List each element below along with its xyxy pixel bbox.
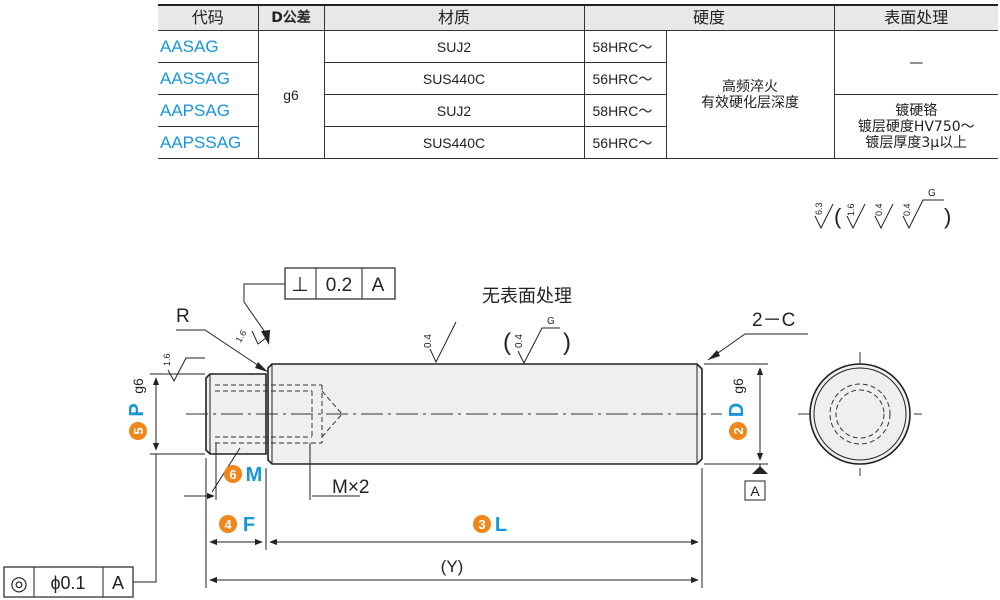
svg-text:L: L [495, 514, 507, 536]
svg-text:3: 3 [478, 517, 485, 532]
chamfer-leader [707, 333, 808, 361]
svg-text:1.6: 1.6 [162, 353, 172, 366]
svg-text:4: 4 [224, 517, 232, 532]
m-dimension: 6 M M×2 [184, 443, 370, 500]
table-row: AAPSSAG SUS440C 56HRC〜 [158, 126, 998, 159]
f-l-dimension: 4 F 3 L (Y) [205, 458, 703, 588]
table-row: AASAG g6 SUJ2 58HRC〜 高频淬火 有效硬化层深度 — [158, 30, 998, 159]
conc-datum: A [112, 573, 124, 593]
datum-d-label: A [750, 483, 760, 499]
body-roughness: 0.4 [423, 321, 457, 364]
spec-table: 代码 D公差 材质 硬度 表面处理 AASAG g6 SUJ2 58HRC〜 高… [158, 4, 998, 159]
conc-value: ϕ0.1 [50, 573, 85, 593]
svg-text:6: 6 [229, 467, 236, 482]
thread-label: M×2 [332, 477, 370, 498]
perp-datum: A [372, 275, 385, 296]
legend-ra-3: 0.4 [902, 203, 912, 216]
hrc-cell: 58HRC〜 [583, 30, 667, 63]
hardening-cell: 高频淬火 有效硬化层深度 [665, 30, 835, 159]
svg-text:(: ( [503, 329, 511, 356]
material-cell: SUS440C [323, 62, 585, 95]
legend-paren-close: ) [944, 204, 951, 229]
svg-text:0.4: 0.4 [514, 334, 525, 348]
header-surface: 表面处理 [833, 4, 998, 31]
plating-cell: 镀硬铬 镀层硬度HV750〜 镀层厚度3μ以上 [833, 94, 998, 159]
y-dimension-label: (Y) [441, 557, 464, 576]
p-dimension: 5 P g6 [126, 373, 205, 455]
svg-text:D: D [726, 403, 748, 417]
legend-ra-general: 6.3 [814, 202, 824, 215]
plating-line: 镀硬铬 [895, 102, 938, 119]
legend-ra-2: 0.4 [874, 203, 884, 216]
perpendicularity-frame: ⊥ 0.2 A [243, 267, 396, 345]
svg-text:P: P [126, 403, 148, 416]
end-view [798, 352, 922, 476]
code-cell: AAPSAG [158, 94, 259, 127]
material-cell: SUS440C [323, 126, 585, 159]
table-row: AASSAG SUS440C 56HRC〜 [158, 62, 998, 95]
hrc-cell: 56HRC〜 [583, 62, 667, 95]
hardening-line: 有效硬化层深度 [701, 94, 799, 111]
radius-label: R [176, 306, 190, 327]
svg-text:M: M [246, 464, 263, 486]
table-row: AAPSAG SUJ2 58HRC〜 镀硬铬 镀层硬度HV750〜 镀层厚度3μ… [158, 94, 998, 159]
svg-text:2: 2 [731, 427, 746, 434]
chamfer-label: 2－C [752, 310, 795, 331]
hrc-cell: 56HRC〜 [583, 126, 667, 159]
surface-none-cell: — [833, 30, 998, 95]
perp-value: 0.2 [326, 275, 352, 296]
svg-text:G: G [547, 316, 555, 327]
svg-text:): ) [563, 329, 571, 356]
material-cell: SUJ2 [323, 94, 585, 127]
no-treatment-label: 无表面处理 [482, 286, 572, 306]
svg-text:g6: g6 [730, 378, 746, 394]
material-cell: SUJ2 [323, 30, 585, 63]
hardening-line: 高频淬火 [722, 78, 778, 95]
code-cell: AAPSSAG [158, 126, 259, 159]
legend-ra-1: 1.6 [846, 203, 856, 216]
svg-text:5: 5 [131, 427, 146, 434]
shoulder-roughness: 1.6 [234, 328, 267, 345]
concentricity-frame: ◎ ϕ0.1 A [3, 454, 157, 598]
legend-grind-mark: G [928, 188, 936, 199]
surface-finish-legend: 6.3 ( 1.6 0.4 0.4 G ) [814, 188, 951, 230]
svg-text:g6: g6 [130, 378, 146, 394]
svg-text:F: F [243, 514, 255, 536]
legend-paren-open: ( [834, 204, 842, 229]
header-code: 代码 [158, 4, 259, 31]
left-end-roughness: 1.6 [162, 353, 205, 383]
d-dimension: 2 D g6 A [704, 363, 768, 501]
conc-symbol: ◎ [10, 573, 27, 595]
hrc-cell: 58HRC〜 [583, 94, 667, 127]
svg-text:1.6: 1.6 [234, 328, 249, 344]
plating-line: 镀层硬度HV750〜 [857, 118, 975, 135]
plating-line: 镀层厚度3μ以上 [865, 134, 968, 151]
radius-leader [176, 329, 269, 373]
svg-text:0.4: 0.4 [423, 334, 434, 348]
perp-symbol: ⊥ [291, 274, 308, 296]
code-cell: AASSAG [158, 62, 259, 95]
body-roughness-paren: ( 0.4 G ) [503, 316, 571, 365]
pin-body [186, 363, 722, 465]
